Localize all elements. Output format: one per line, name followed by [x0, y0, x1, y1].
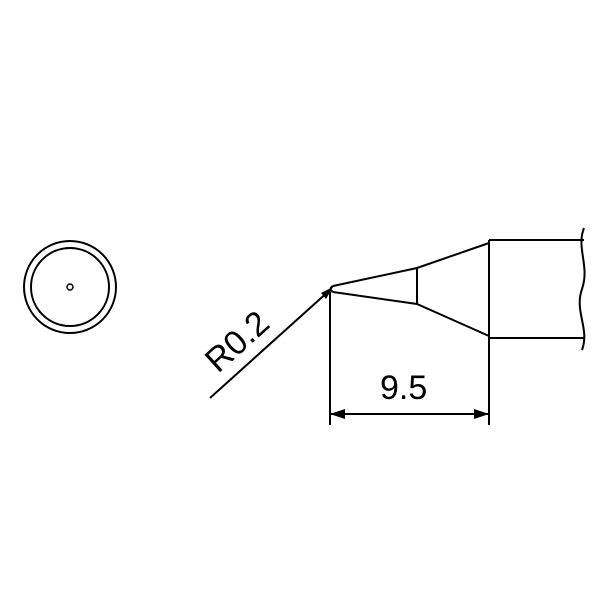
length-dimension: 9.5 — [329, 292, 490, 425]
end-view-inner-circle — [30, 247, 110, 327]
dimension-arrow-left — [330, 409, 345, 419]
radius-leader-arrowhead — [321, 287, 333, 299]
cone-lower-edge — [332, 291, 490, 337]
end-view-center-dot — [66, 283, 74, 291]
length-label: 9.5 — [380, 369, 427, 407]
tip-end-view — [23, 240, 117, 334]
shank-break-line — [578, 227, 586, 351]
radius-callout: R0.2 — [198, 287, 333, 399]
radius-leader-line — [209, 289, 331, 399]
dimension-arrow-right — [474, 409, 489, 419]
radius-label: R0.2 — [198, 304, 277, 380]
end-view-outer-circle — [23, 240, 117, 334]
tip-side-view — [329, 227, 586, 351]
cone-upper-edge — [332, 242, 490, 287]
